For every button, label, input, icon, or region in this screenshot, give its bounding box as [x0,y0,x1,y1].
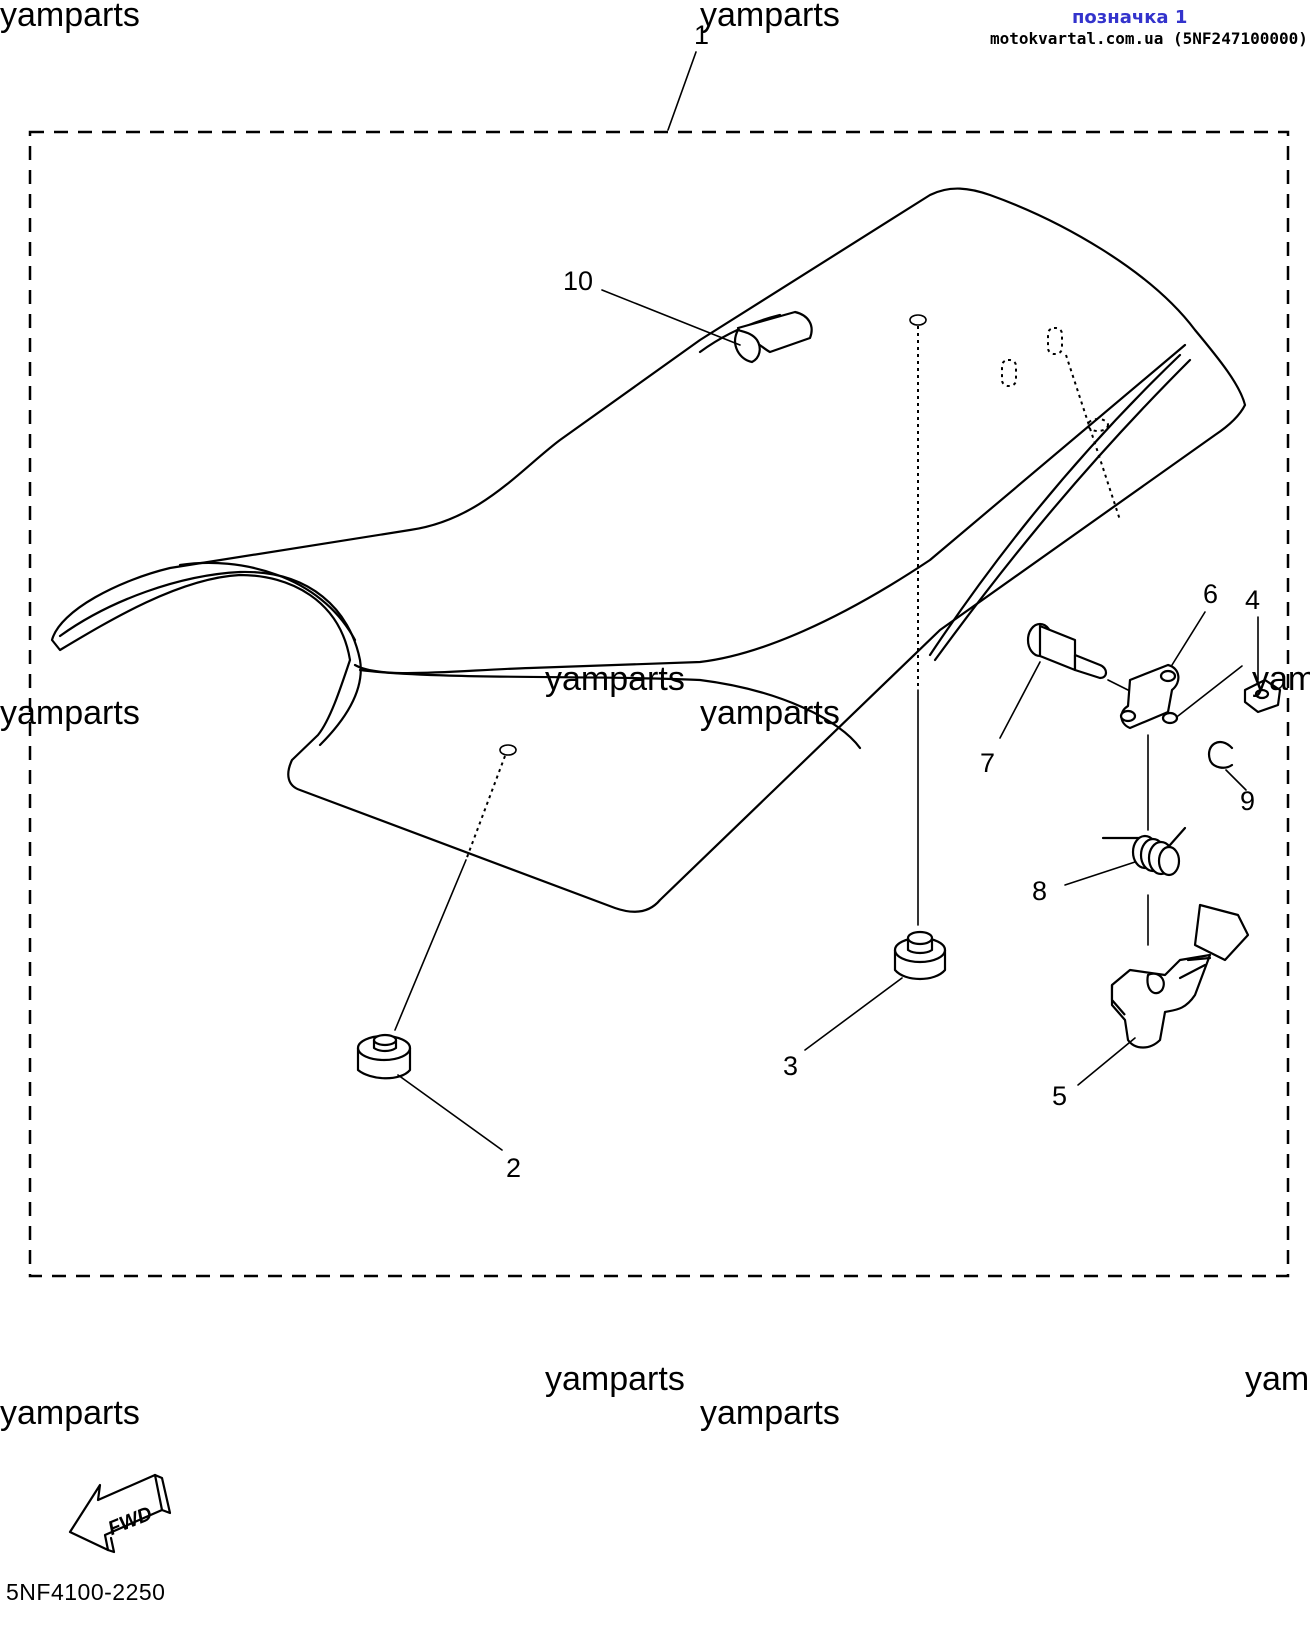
hinge-pin [1026,622,1108,680]
watermark-text: yamparts [700,0,840,34]
watermark-text: yam [1252,660,1310,698]
leader-5 [1077,1037,1136,1086]
callout-6: 6 [1203,579,1218,609]
seat-lock-hook [1110,903,1250,1049]
callout-5: 5 [1052,1081,1067,1111]
header-source: motokvartal.com.ua (5NF247100000) [990,29,1308,48]
assembly-frame [28,130,1290,1278]
damper-rear [893,930,947,981]
damper-front [356,1033,412,1080]
callout-2: 2 [506,1153,521,1183]
hook-bracket [1119,663,1180,730]
watermark-text: yam [1245,1360,1309,1398]
callout-1: 1 [694,20,709,50]
align-line-hook [1065,354,1121,521]
leader-1 [667,51,697,131]
seat-holes [499,314,1109,756]
watermark-text: yamparts [0,1394,140,1432]
header-label: позначка 1 [1072,7,1187,28]
watermark-text: yamparts [700,1394,840,1432]
callout-4: 4 [1245,585,1260,615]
leader-2 [397,1074,503,1151]
leader-line-2 [394,859,467,1031]
fwd-arrow-icon: FWD [68,1473,172,1554]
watermarks: yamparts yamparts yamparts yamparts yamp… [0,0,1310,1432]
watermark-text: yamparts [545,1360,685,1398]
align-line-nut [1177,665,1243,717]
callout-3: 3 [783,1051,798,1081]
callout-10: 10 [563,266,593,296]
leader-3 [804,977,903,1051]
callout-7: 7 [980,748,995,778]
watermark-text: yamparts [700,694,840,732]
diagram-code: 5NF4100-2250 [6,1579,165,1605]
seat [50,187,1247,913]
leader-9 [1225,769,1247,791]
seat-strap [734,310,813,364]
callout-9: 9 [1240,786,1255,816]
callout-8: 8 [1032,876,1047,906]
leader-10 [601,289,741,346]
leader-6 [1171,611,1206,666]
align-line-2 [465,755,506,861]
align-line-pin [1107,679,1129,691]
leader-7 [999,661,1041,739]
spring [1101,826,1187,877]
nut [1243,678,1282,714]
leader-8 [1064,861,1136,886]
watermark-text: yamparts [545,660,685,698]
watermark-text: yamparts [0,0,140,34]
circlip [1207,741,1234,769]
watermark-text: yamparts [0,694,140,732]
